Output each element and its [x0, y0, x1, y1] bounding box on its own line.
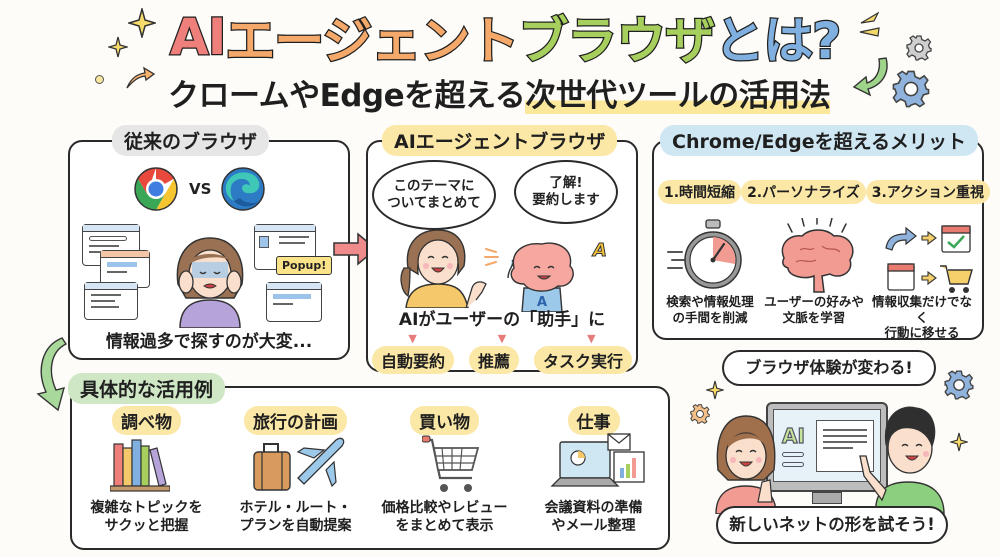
- gear-icon: [690, 404, 710, 424]
- sparkle-icon: [108, 36, 128, 58]
- title-part-ai: AI: [169, 7, 228, 68]
- stressed-person-illustration: [170, 234, 250, 328]
- popup-badge: Popup!: [276, 256, 333, 275]
- title-part-browser: ブラウザ: [517, 11, 717, 72]
- panel-label: 具体的な活用例: [68, 373, 226, 404]
- ai-speech-bubble: 了解! 要約します: [514, 160, 618, 224]
- merit-desc: 情報収集だけでなく 行動に移せる: [871, 294, 972, 341]
- arrow-icon: [125, 66, 155, 90]
- use-case-desc: ホテル・ルート・ プランを自動提案: [239, 500, 352, 534]
- use-case-title: 買い物: [410, 406, 479, 435]
- browser-window-illustration: [84, 282, 138, 320]
- travel-suitcase-plane-icon: [250, 434, 350, 496]
- agent-caption: AIがユーザーの「助手」に: [398, 310, 606, 330]
- use-cases-panel: 具体的な活用例 調べ物 旅行の計画 買い物 仕事: [68, 373, 670, 550]
- user-speech-bubble: このテーマに ついてまとめて: [372, 160, 496, 230]
- use-case-title: 調べ物: [112, 406, 181, 435]
- laptop-work-icon: [550, 430, 650, 496]
- panel-label: 従来のブラウザ: [112, 125, 270, 156]
- merit-titles: 1.時間短縮 2.パーソナライズ 3.アクション重視: [658, 180, 991, 204]
- books-icon: [110, 436, 170, 492]
- use-case-descriptions: 複雑なトピックを サクッと把握 ホテル・ルート・ プランを自動提案 価格比較やレ…: [72, 500, 668, 535]
- page-subtitle: クロームやEdgeを超える次世代ツールの活用法: [168, 70, 831, 115]
- merit-descriptions: 検索や情報処理 の手間を削減 ユーザーの好みや 文脈を学習 情報収集だけでなく …: [654, 294, 982, 341]
- chrome-logo-icon: [133, 166, 179, 212]
- use-case-desc: 会議資料の準備 やメール整理: [544, 500, 643, 534]
- screen-line: [782, 462, 804, 467]
- use-case-title: 仕事: [567, 406, 620, 435]
- panel-label: Chrome/Edgeを超えるメリット: [660, 125, 979, 156]
- page-title: AI エージェント ブラウザ とは?: [169, 6, 843, 72]
- use-case-desc: 価格比較やレビュー をまとめて表示: [381, 500, 508, 534]
- browser-window-illustration: [100, 250, 150, 288]
- shopping-cart-icon: [422, 434, 480, 496]
- sparkle-icon: [128, 8, 156, 38]
- monitor-stand: [812, 492, 842, 504]
- agent-features: 自動要約 推薦 タスク実行: [372, 346, 632, 374]
- svg-text:A: A: [537, 295, 547, 310]
- feature-arrows: ▼ ▼ ▼: [368, 332, 636, 345]
- screen-line: [782, 452, 804, 457]
- ai-brain-mascot-illustration: A: [500, 238, 586, 312]
- top-speech-bubble: ブラウザ体験が変わる!: [722, 350, 936, 386]
- curved-arrow-icon: [852, 55, 892, 97]
- screen-ai-label: AI: [781, 423, 805, 448]
- merit-desc: 検索や情報処理 の手間を削減: [666, 294, 754, 325]
- ai-agent-browser-panel: AIエージェントブラウザ このテーマに ついてまとめて 了解! 要約します A …: [366, 125, 638, 374]
- accent-lines-icon: [484, 246, 500, 268]
- action-workflow-icon: [884, 222, 974, 296]
- use-case-title: 旅行の計画: [244, 406, 347, 435]
- use-case-desc: 複雑なトピックを サクッと把握: [90, 500, 203, 534]
- vs-label: VS: [189, 180, 212, 198]
- brain-icon: [774, 218, 860, 296]
- down-arrow-icon: ▼: [497, 332, 507, 345]
- feature-pill: タスク実行: [533, 346, 632, 374]
- subtitle-highlight: 次世代ツールの活用法: [525, 78, 831, 114]
- happy-woman-illustration: [714, 410, 784, 514]
- merit-title: 3.アクション重視: [865, 180, 991, 204]
- accent-lines-icon: [858, 12, 882, 38]
- down-arrow-icon: ▼: [408, 332, 417, 345]
- gear-icon: [906, 35, 932, 61]
- ai-letter-icon: A: [593, 240, 608, 262]
- gear-icon: [892, 70, 930, 108]
- pointing-man-illustration: [852, 396, 950, 514]
- merit-title: 1.時間短縮: [658, 180, 742, 204]
- traditional-browser-panel: 従来のブラウザ VS Popup!: [68, 125, 350, 360]
- title-part-question: とは?: [713, 11, 843, 72]
- stopwatch-icon: [666, 218, 746, 292]
- traditional-caption: 情報過多で探すのが大変...: [105, 332, 313, 352]
- sparkle-icon: [706, 380, 724, 400]
- edge-logo-icon: [220, 166, 266, 212]
- use-case-titles: 調べ物 旅行の計画 買い物 仕事: [72, 406, 668, 435]
- bottom-speech-bubble: 新しいネットの形を試そう!: [716, 506, 948, 544]
- down-arrow-icon: ▼: [587, 332, 596, 345]
- feature-pill: 自動要約: [372, 346, 455, 374]
- dot-decoration: [95, 75, 104, 84]
- sparkle-icon: [950, 432, 968, 452]
- subtitle-prefix: クロームやEdgeを超える: [168, 78, 526, 114]
- title-part-agent: エージェント: [224, 11, 521, 72]
- gear-icon: [944, 370, 974, 400]
- merit-desc: ユーザーの好みや 文脈を学習: [764, 294, 864, 325]
- merit-title: 2.パーソナライズ: [741, 180, 866, 204]
- merits-panel: Chrome/Edgeを超えるメリット 1.時間短縮 2.パーソナライズ 3.ア…: [652, 125, 991, 341]
- browser-window-illustration: [266, 282, 322, 322]
- feature-pill: 推薦: [468, 346, 519, 374]
- user-woman-illustration: [398, 228, 498, 308]
- panel-label: AIエージェントブラウザ: [382, 125, 618, 156]
- curved-down-arrow-icon: [32, 336, 68, 412]
